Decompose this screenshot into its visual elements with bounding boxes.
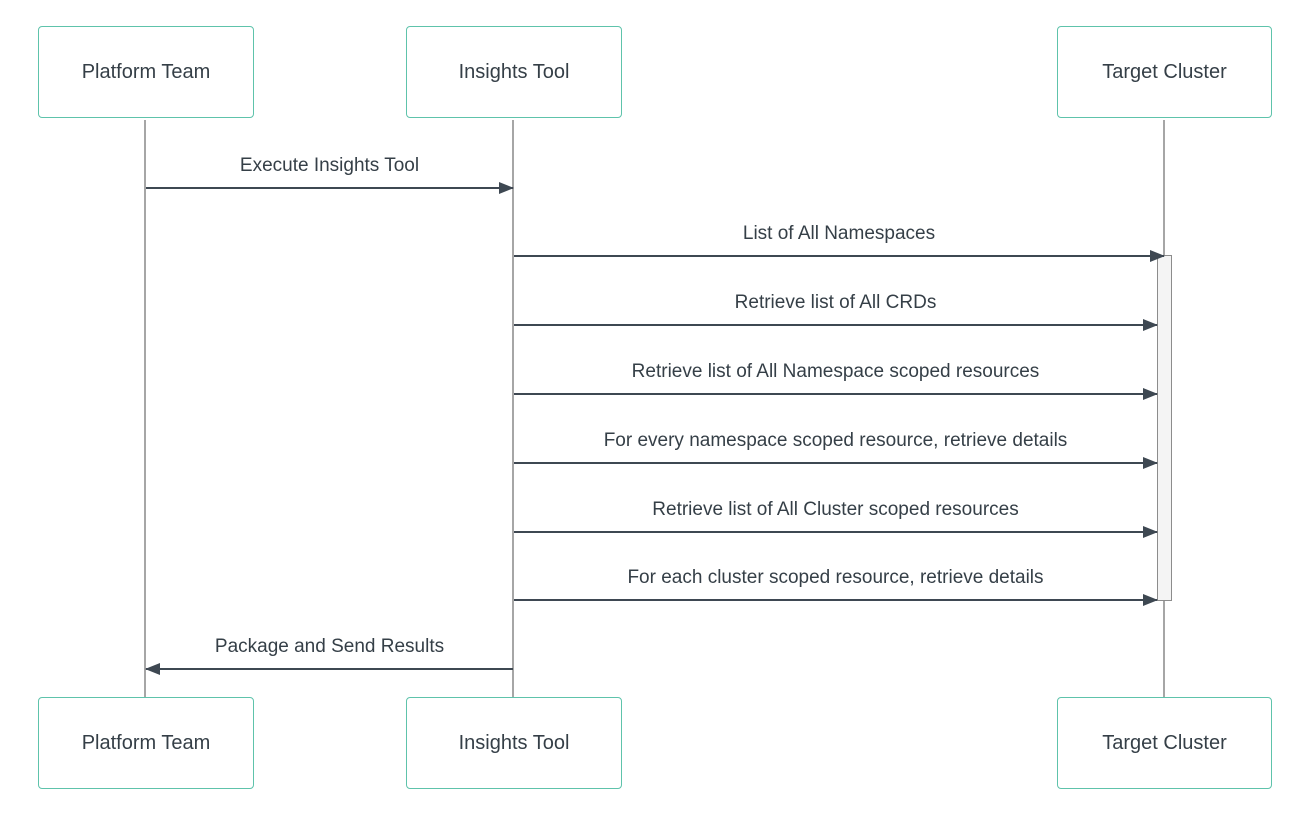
actor-label: Insights Tool [458, 60, 570, 83]
actor-label: Target Cluster [1102, 731, 1227, 754]
message-line [514, 255, 1164, 257]
actor-label: Insights Tool [458, 731, 570, 754]
actor-bottom-insights-tool: Insights Tool [406, 697, 622, 789]
message-line [146, 668, 513, 670]
lifeline-insights-tool [512, 120, 514, 698]
actor-bottom-target-cluster: Target Cluster [1057, 697, 1272, 789]
message-label: Retrieve list of All Cluster scoped reso… [652, 499, 1019, 520]
arrow-right-icon [499, 182, 514, 194]
message-namespace-resource-details: For every namespace scoped resource, ret… [514, 426, 1158, 469]
message-line [514, 599, 1157, 601]
actor-label: Platform Team [81, 731, 211, 754]
actor-label: Target Cluster [1102, 60, 1227, 83]
message-label: For each cluster scoped resource, retrie… [627, 567, 1044, 588]
message-line [146, 187, 513, 189]
message-label: For every namespace scoped resource, ret… [603, 430, 1068, 451]
message-line [514, 393, 1157, 395]
message-label: Execute Insights Tool [239, 155, 420, 176]
activation-bar-target-cluster [1157, 255, 1172, 601]
arrow-left-icon [145, 663, 160, 675]
arrow-right-icon [1143, 319, 1158, 331]
actor-label: Platform Team [81, 60, 211, 83]
message-label: Package and Send Results [214, 636, 445, 657]
message-retrieve-cluster-scoped-resources: Retrieve list of All Cluster scoped reso… [514, 495, 1158, 538]
message-cluster-resource-details: For each cluster scoped resource, retrie… [514, 563, 1158, 606]
arrow-right-icon [1150, 250, 1165, 262]
message-label: Retrieve list of All Namespace scoped re… [631, 361, 1040, 382]
message-list-all-namespaces: List of All Namespaces [514, 219, 1165, 262]
actor-top-platform-team: Platform Team [38, 26, 254, 118]
message-label: List of All Namespaces [742, 223, 936, 244]
message-package-and-send-results: Package and Send Results [145, 632, 513, 675]
arrow-right-icon [1143, 457, 1158, 469]
message-line [514, 324, 1157, 326]
message-retrieve-all-crds: Retrieve list of All CRDs [514, 288, 1158, 331]
message-line [514, 531, 1157, 533]
arrow-right-icon [1143, 526, 1158, 538]
actor-top-insights-tool: Insights Tool [406, 26, 622, 118]
lifeline-platform-team [144, 120, 146, 698]
message-line [514, 462, 1157, 464]
arrow-right-icon [1143, 388, 1158, 400]
message-retrieve-namespace-scoped-resources: Retrieve list of All Namespace scoped re… [514, 357, 1158, 400]
arrow-right-icon [1143, 594, 1158, 606]
actor-top-target-cluster: Target Cluster [1057, 26, 1272, 118]
actor-bottom-platform-team: Platform Team [38, 697, 254, 789]
message-label: Retrieve list of All CRDs [734, 292, 937, 313]
message-execute-insights-tool: Execute Insights Tool [146, 151, 514, 194]
